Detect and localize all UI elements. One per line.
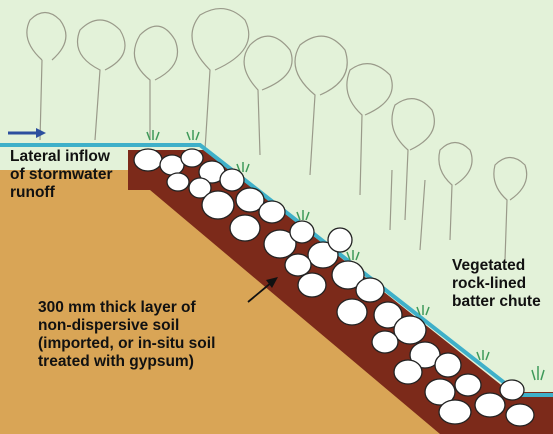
inflow-label: Lateral inflow of stormwater runoff: [10, 148, 150, 202]
chute-label: Vegetated rock-lined batter chute: [452, 257, 552, 311]
soil-layer-label: 300 mm thick layer of non-dispersive soi…: [38, 299, 268, 371]
